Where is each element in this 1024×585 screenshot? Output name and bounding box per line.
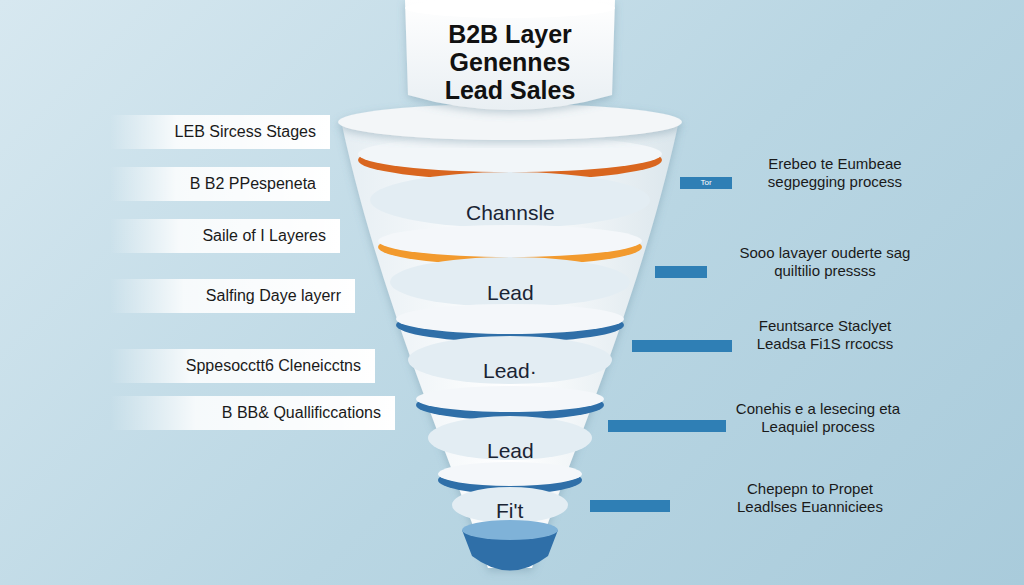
funnel-stage: Lead· [483, 359, 537, 383]
label-text: Feuntsarce Staclyet Leadsa Fi1S rrcocss [735, 317, 915, 353]
stage-tab: B BB& Quallificcations [110, 396, 395, 430]
stage-tab: B B2 PPespeneta [110, 167, 330, 201]
node-text: Salfing Daye layerr [206, 287, 341, 305]
node-text: LEB Sircess Stages [175, 123, 316, 141]
stage-tab: LEB Sircess Stages [110, 115, 330, 149]
funnel-stage: Channsle [466, 201, 555, 225]
label-text: Erebeo te Eumbeae segpegging process [745, 155, 925, 191]
tab-text: Tor [686, 177, 726, 189]
node-text: B2B Layer Genennes Lead Sales [425, 20, 595, 104]
node-text: Lead [487, 281, 534, 305]
label-text: Sooo lavayer ouderte sag quiltilio press… [735, 244, 915, 280]
funnel-stage: Fi't [496, 499, 523, 523]
stage-tab: Salfing Daye layerr [110, 279, 355, 313]
node-text: Saile of I Layeres [202, 227, 326, 245]
side-note: Chepepn to Propet Leadlses Euanniciees [720, 480, 900, 516]
funnel-stage: Lead [487, 281, 534, 305]
title-bowl: B2B Layer Genennes Lead Sales [425, 20, 595, 104]
label-text: Conehis e a lesecing eta Leaquiel proces… [728, 400, 908, 436]
side-note: Erebeo te Eumbeae segpegging process [745, 155, 925, 191]
side-note: Conehis e a lesecing eta Leaquiel proces… [728, 400, 908, 436]
node-text: B BB& Quallificcations [222, 404, 381, 422]
side-note: Feuntsarce Staclyet Leadsa Fi1S rrcocss [735, 317, 915, 353]
node-text: Sppesocctt6 Cleneicctns [186, 357, 361, 375]
funnel-stage: Lead [487, 439, 534, 463]
bowl-rim [405, 0, 615, 18]
node-text: B B2 PPespeneta [190, 175, 316, 193]
stage-tab: Saile of I Layeres [110, 219, 340, 253]
node-text: Lead [487, 439, 534, 463]
node-text: Lead· [483, 359, 537, 383]
node-text: Channsle [466, 201, 555, 225]
label-text: Tor [686, 177, 726, 189]
funnel-body [342, 125, 678, 568]
label-text: Chepepn to Propet Leadlses Euanniciees [720, 480, 900, 516]
funnel-band [358, 136, 662, 571]
node-text: Fi't [496, 499, 523, 523]
stage-tab: Sppesocctt6 Cleneicctns [110, 349, 375, 383]
side-note: Sooo lavayer ouderte sag quiltilio press… [735, 244, 915, 280]
